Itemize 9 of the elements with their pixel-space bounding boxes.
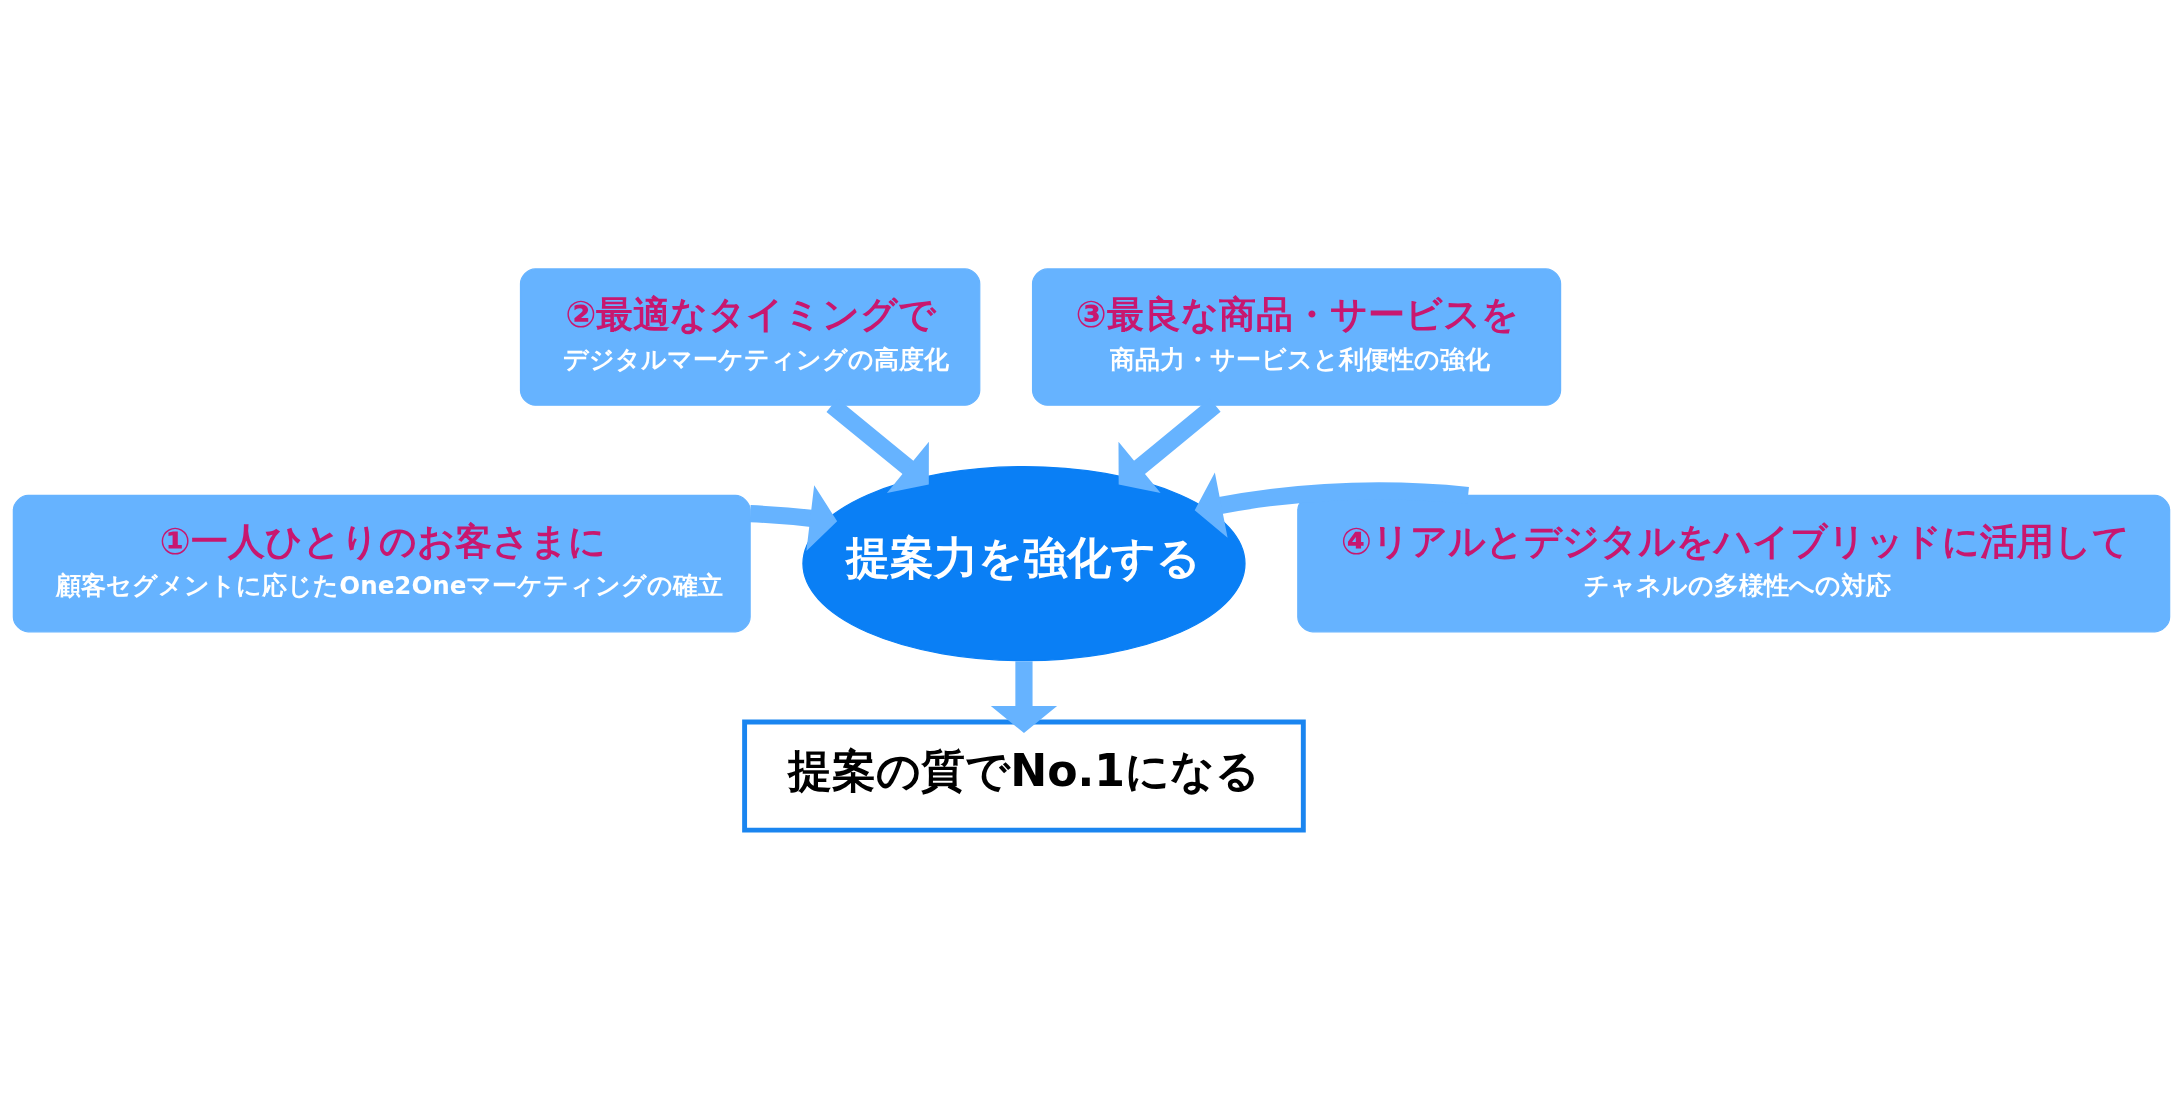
arrow (749, 484, 838, 551)
node-box: ①一人ひとりのお客さまに 顧客セグメントに応じたOne2Oneマーケティングの確立 (12, 494, 751, 632)
arrow (1194, 472, 1469, 538)
node-box: 提案の質でNo.1になる (742, 719, 1306, 833)
node-box: ②最適なタイミングで デジタルマーケティングの高度化 (519, 267, 981, 406)
node-ellipse: 提案力を強化する (802, 465, 1246, 661)
node-box: ④リアルとデジタルをハイブリッドに活用して チャネルの多様性への対応 (1297, 494, 2171, 632)
arrow (990, 660, 1058, 733)
node-box: ③最良な商品・サービスを 商品力・サービスと利便性の強化 (1031, 267, 1562, 406)
